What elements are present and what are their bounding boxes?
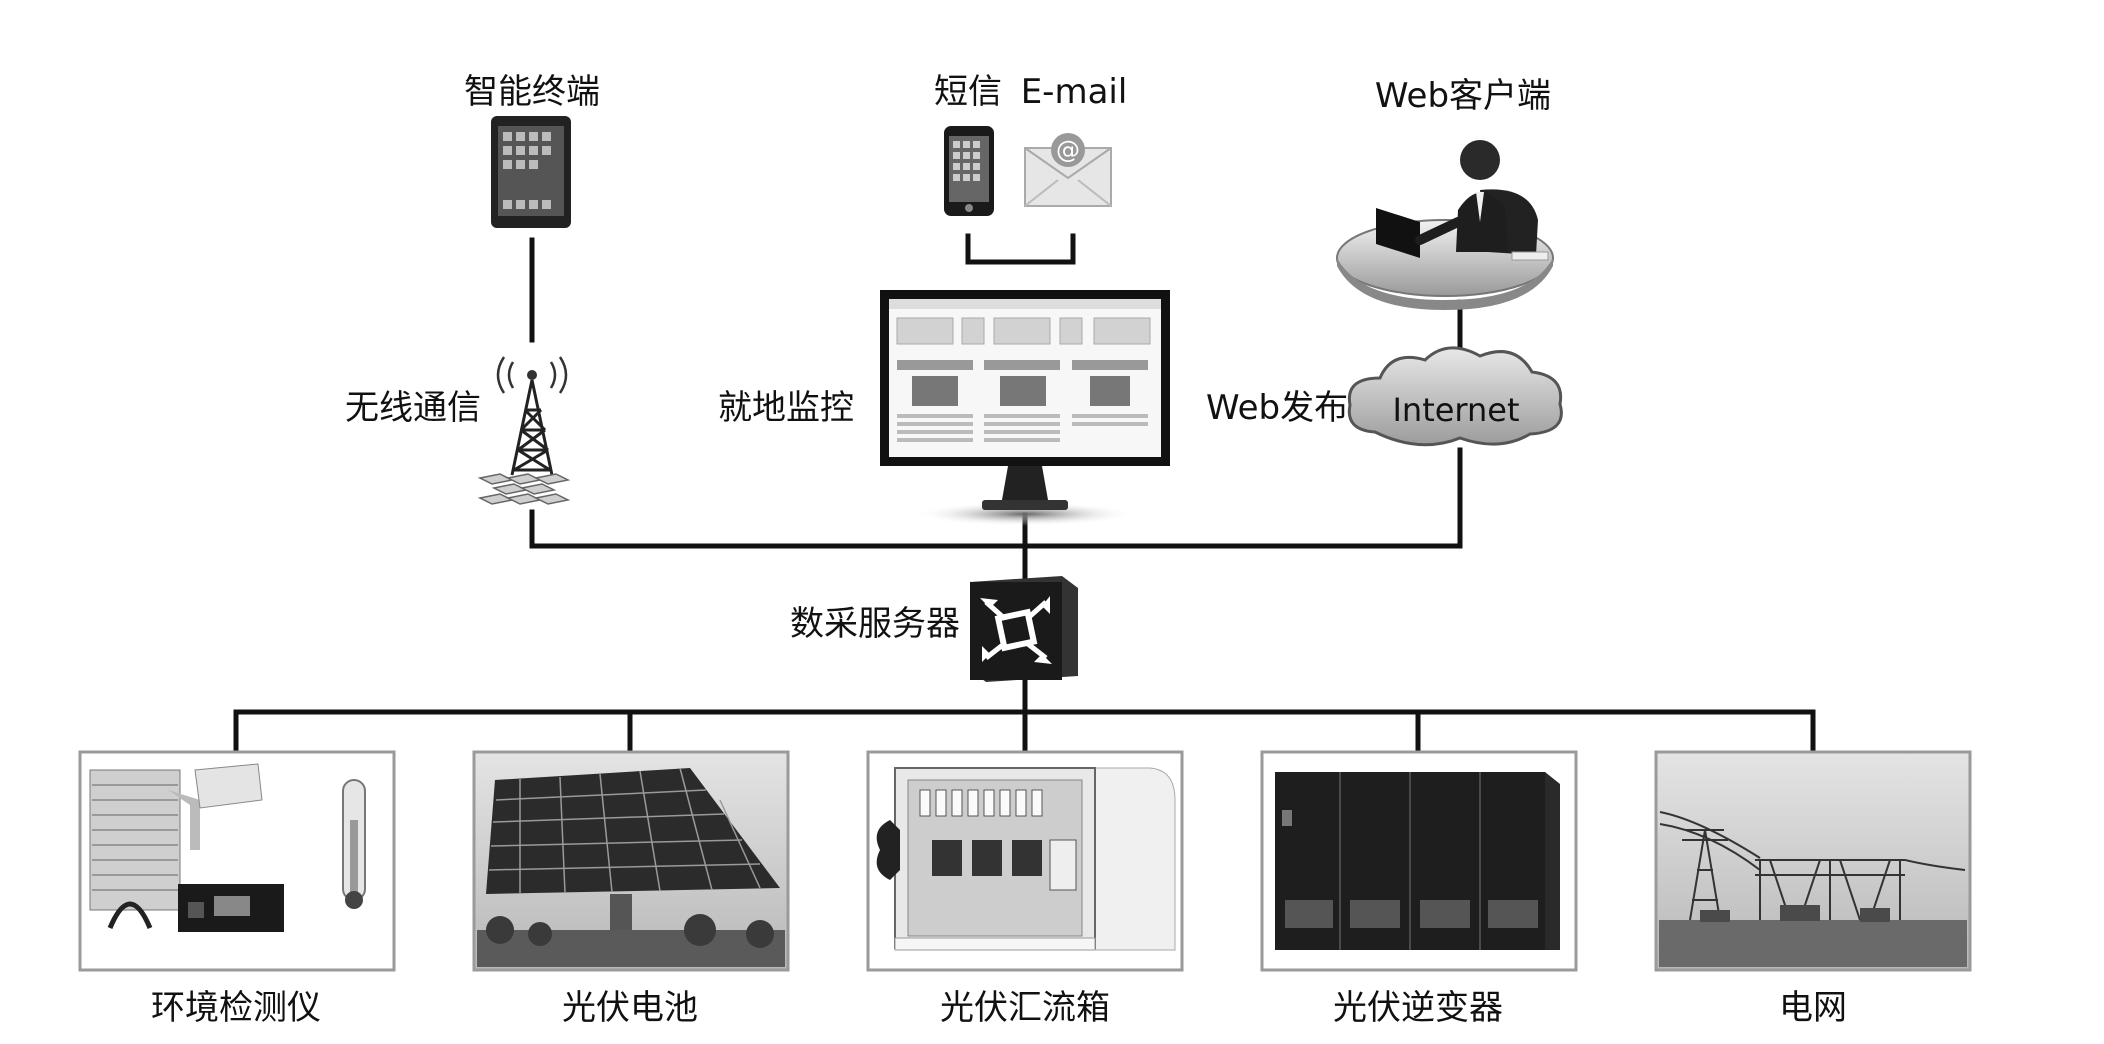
pv-combiner-image (866, 750, 1184, 972)
power-grid-image (1654, 750, 1972, 972)
cloud-icon (1347, 346, 1563, 447)
sms-label: 短信 (934, 72, 1002, 112)
web-client-label: Web客户端 (1374, 76, 1552, 116)
env-monitor-image (78, 750, 396, 972)
grid-label: 电网 (1779, 988, 1847, 1028)
local-monitor-label: 就地监控 (718, 388, 854, 428)
data-server-label: 数采服务器 (790, 604, 960, 644)
wireless-label: 无线通信 (345, 388, 481, 428)
server-switch-icon (970, 576, 1078, 682)
pv-battery-image (472, 750, 790, 972)
pv-inverter-image (1260, 750, 1578, 972)
smart-terminal-label: 智能终端 (464, 72, 600, 112)
wireless-tower-icon (477, 356, 571, 505)
user-at-computer-icon (1336, 140, 1554, 310)
env-monitor-label: 环境检测仪 (151, 988, 321, 1028)
sms-email-bracket (965, 233, 1076, 265)
tablet-icon (491, 116, 571, 228)
email-envelope-icon: @ (1024, 133, 1112, 207)
email-label: E-mail (1020, 72, 1128, 112)
connection-lines (233, 233, 1816, 755)
web-publish-label: Web发布 (1206, 388, 1349, 428)
monitor-icon (880, 290, 1170, 526)
internet-label: Internet (1392, 391, 1520, 429)
pv-combiner-label: 光伏汇流箱 (940, 988, 1110, 1028)
phone-icon (944, 126, 994, 216)
svg-text:@: @ (1056, 136, 1080, 164)
pv-battery-label: 光伏电池 (562, 988, 698, 1028)
pv-inverter-label: 光伏逆变器 (1333, 988, 1503, 1028)
